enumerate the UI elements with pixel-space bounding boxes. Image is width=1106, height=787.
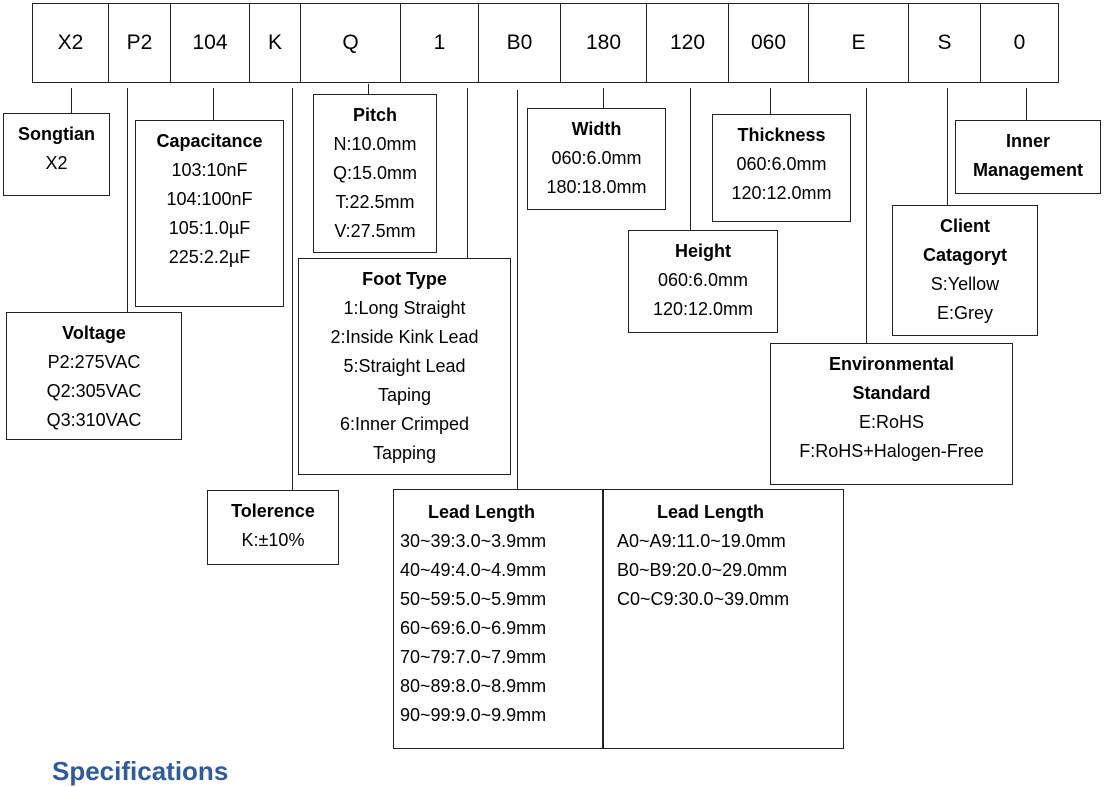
box-title: Width (571, 119, 622, 139)
box-title: Pitch (352, 105, 397, 125)
box-line: E:Grey (936, 303, 993, 323)
box-line: 060:6.0mm (736, 154, 827, 174)
connector-line (292, 88, 293, 490)
box-title: Environmental (828, 354, 955, 374)
box-line: T:22.5mm (335, 192, 415, 212)
lead-length-title: Lead Length (657, 502, 764, 522)
section-heading: Specifications (52, 756, 229, 786)
box-title: Songtian (18, 124, 95, 144)
code-cell: 104 (171, 4, 250, 82)
box-line: 180:18.0mm (546, 177, 647, 197)
box-line: Tapping (372, 443, 437, 463)
box-line: Q:15.0mm (332, 163, 418, 183)
box-line: Q2:305VAC (46, 381, 142, 401)
connector-line (517, 90, 518, 489)
height-box: Height 060:6.0mm 120:12.0mm (628, 230, 778, 333)
box-line: 104:100nF (166, 189, 253, 209)
box-line: 225:2.2µF (168, 247, 251, 267)
box-line: K:±10% (241, 530, 305, 550)
code-cell: Q (301, 4, 401, 82)
box-line: 120:12.0mm (731, 183, 832, 203)
box-line: V:27.5mm (334, 221, 416, 241)
box-line: Taping (377, 385, 432, 405)
box-title: Height (675, 241, 731, 261)
box-line: 1:Long Straight (343, 298, 466, 318)
box-line: Q3:310VAC (46, 410, 142, 430)
box-title: Voltage (62, 323, 126, 343)
box-line: N:10.0mm (333, 134, 417, 154)
lead-length-table-1: Lead Length 30~39:3.0~3.9mm 40~49:4.0~4.9… (393, 489, 604, 749)
box-title: Foot Type (362, 269, 447, 289)
lead-length-row: 90~99:9.0~9.9mm (400, 705, 547, 725)
box-line: 060:6.0mm (551, 148, 642, 168)
width-box: Width 060:6.0mm 180:18.0mm (527, 108, 666, 210)
connector-line (71, 88, 72, 113)
lead-length-row: 70~79:7.0~7.9mm (400, 647, 547, 667)
box-line: 103:10nF (171, 160, 248, 180)
code-cell: 060 (729, 4, 809, 82)
box-title: Inner (1005, 131, 1050, 151)
lead-length-row: 50~59:5.0~5.9mm (400, 589, 547, 609)
code-cell: B0 (479, 4, 561, 82)
box-line: Management (972, 160, 1084, 180)
lead-length-row: C0~C9:30.0~39.0mm (617, 589, 790, 609)
lead-length-row: A0~A9:11.0~19.0mm (617, 531, 786, 551)
box-line: 6:Inner Crimped (339, 414, 470, 434)
code-cell: S (909, 4, 981, 82)
connector-line (770, 88, 771, 114)
code-cell: E (809, 4, 909, 82)
box-line: E:RoHS (858, 412, 925, 432)
connector-line (1026, 88, 1027, 120)
lead-length-row: 80~89:8.0~8.9mm (400, 676, 547, 696)
connector-line (603, 88, 604, 108)
box-title: Client (939, 216, 990, 236)
code-cell: P2 (109, 4, 171, 82)
capacitance-box: Capacitance 103:10nF 104:100nF 105:1.0µF 225… (135, 120, 284, 307)
box-line: X2 (45, 153, 68, 173)
lead-length-row: 40~49:4.0~4.9mm (400, 560, 547, 580)
connector-line (866, 88, 867, 343)
box-line: Standard (852, 383, 931, 403)
lead-length-row: 60~69:6.0~6.9mm (400, 618, 547, 638)
connector-line (127, 88, 128, 312)
connector-line (467, 88, 468, 258)
code-cell: 120 (647, 4, 729, 82)
box-line: F:RoHS+Halogen-Free (799, 441, 984, 461)
lead-length-row: B0~B9:20.0~29.0mm (617, 560, 788, 580)
code-cell: 180 (561, 4, 647, 82)
box-line: 2:Inside Kink Lead (330, 327, 479, 347)
box-title: Tolerence (231, 501, 315, 521)
code-cell: 0 (1013, 31, 1026, 54)
box-line: 120:12.0mm (652, 299, 754, 319)
box-line: 105:1.0µF (168, 218, 251, 238)
box-line: 5:Straight Lead (343, 356, 466, 376)
box-line: 060:6.0mm (657, 270, 749, 290)
code-cell: X2 (33, 4, 109, 82)
lead-length-row: 30~39:3.0~3.9mm (400, 531, 547, 551)
foot-box: Foot Type 1:Long Straight 2:Inside Kink Le… (298, 258, 511, 475)
code-cell: K (250, 4, 301, 82)
box-line: P2:275VAC (47, 352, 141, 372)
box-line: S:Yellow (930, 274, 1000, 294)
code-cell: 1 (401, 4, 479, 82)
box-line: Catagoryt (922, 245, 1007, 265)
connector-line (213, 88, 214, 120)
connector-line (368, 84, 369, 94)
lead-length-title: Lead Length (428, 502, 535, 522)
thickness-box: Thickness 060:6.0mm 120:12.0mm (712, 114, 851, 222)
connector-line (947, 88, 948, 205)
connector-line (690, 88, 691, 230)
box-title: Capacitance (156, 131, 263, 151)
box-title: Thickness (737, 125, 826, 145)
